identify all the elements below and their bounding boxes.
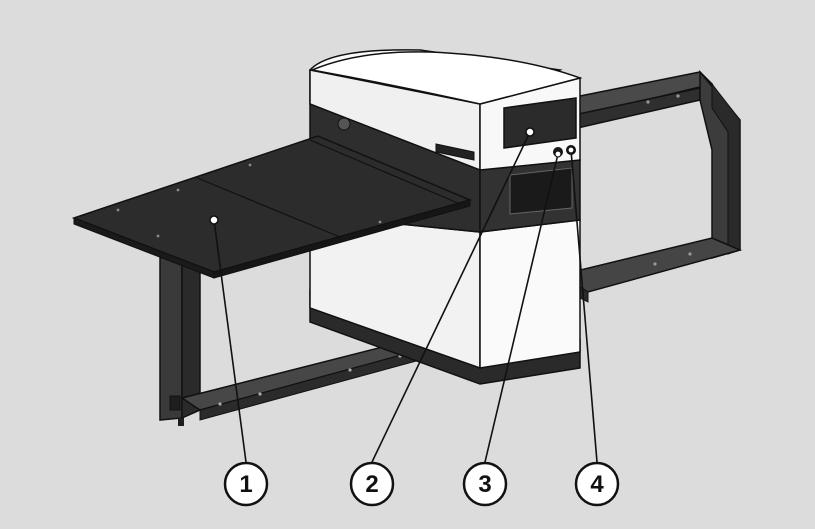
worktable bbox=[71, 135, 473, 279]
callout-1: 1 bbox=[223, 461, 269, 507]
leader-lines bbox=[213, 131, 598, 463]
display-screen bbox=[503, 97, 577, 149]
callout-4-label: 4 bbox=[590, 471, 604, 498]
callout-2-label: 2 bbox=[365, 471, 378, 498]
callout-targets bbox=[209, 127, 575, 225]
callout-2: 2 bbox=[349, 461, 395, 507]
leader-line-1 bbox=[213, 219, 247, 463]
brand-plate bbox=[435, 143, 475, 161]
callout-3: 3 bbox=[462, 461, 508, 507]
callout-1-label: 1 bbox=[239, 471, 252, 498]
leader-line-4 bbox=[570, 149, 598, 463]
callout-3-label: 3 bbox=[478, 471, 491, 498]
leader-line-3 bbox=[484, 153, 559, 463]
callout-4: 4 bbox=[574, 461, 620, 507]
leader-line-2 bbox=[371, 131, 531, 463]
